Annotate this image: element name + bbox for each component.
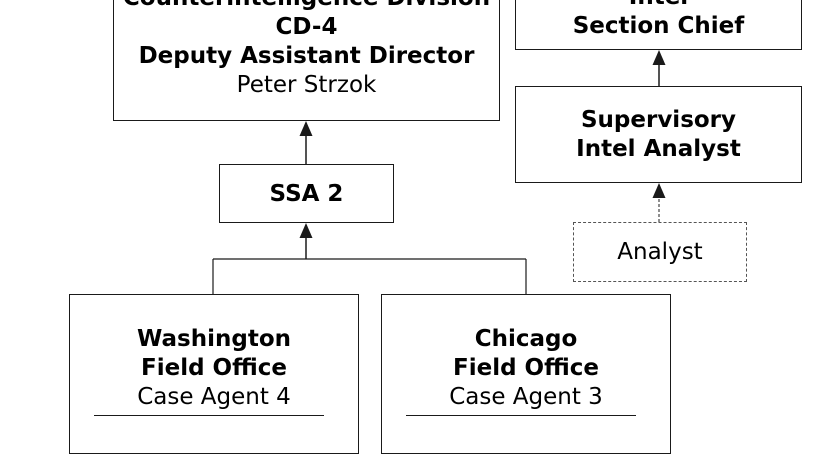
cd4-code: CD-4	[275, 14, 338, 40]
chief-top-fragment: Intel	[516, 0, 801, 12]
sia-line1: Supervisory	[580, 107, 737, 133]
box-chicago-field-office: Chicago Field Office Case Agent 3	[381, 294, 671, 454]
box-ssa-2: SSA 2	[219, 164, 394, 223]
sia-line2: Intel Analyst	[576, 136, 741, 162]
cd4-top-fragment: Counterintelligence Division	[114, 0, 499, 13]
wfo-divider	[94, 415, 324, 416]
arrow-up-icon	[652, 183, 666, 198]
arrow-up-icon	[299, 121, 313, 136]
arrow-up-icon	[652, 50, 666, 65]
box-analyst: Analyst	[573, 222, 747, 282]
cfo-agent: Case Agent 3	[449, 384, 603, 410]
box-deputy-assistant-director: Counterintelligence Division CD-4 Deputy…	[113, 0, 500, 121]
wfo-line2: Field Office	[141, 355, 287, 381]
cd4-title: Deputy Assistant Director	[138, 43, 475, 69]
wfo-agent: Case Agent 4	[137, 384, 291, 410]
cfo-line2: Field Office	[453, 355, 599, 381]
box-section-chief: Intel Section Chief	[515, 0, 802, 50]
analyst-title: Analyst	[617, 239, 703, 265]
arrow-up-icon	[299, 223, 313, 238]
box-supervisory-intel-analyst: Supervisory Intel Analyst	[515, 86, 802, 183]
box-washington-field-office: Washington Field Office Case Agent 4	[69, 294, 359, 454]
ssa-title: SSA 2	[269, 181, 344, 207]
chief-title: Section Chief	[572, 13, 745, 39]
wfo-line1: Washington	[136, 326, 292, 352]
connector-lines	[212, 50, 666, 294]
cfo-line1: Chicago	[474, 326, 578, 352]
cfo-divider	[406, 415, 636, 416]
cd4-name: Peter Strzok	[236, 72, 377, 98]
